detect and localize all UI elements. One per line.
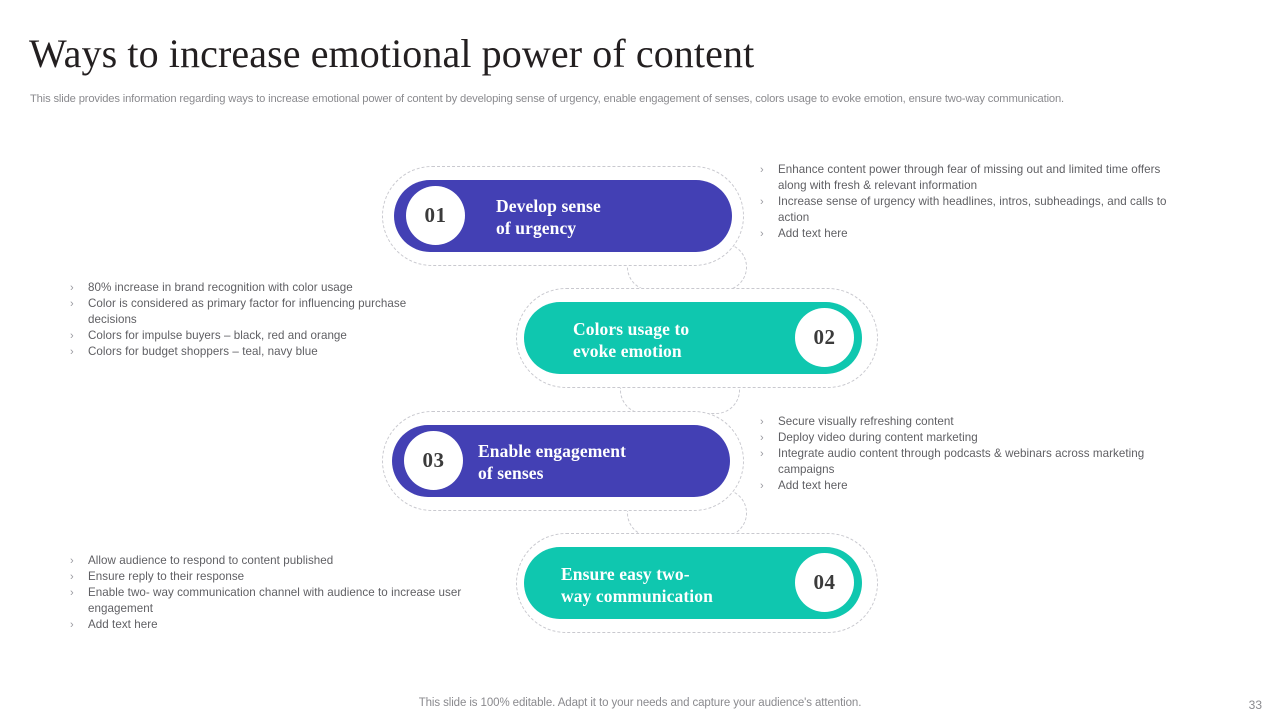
chevron-right-icon: › [760,448,764,460]
list-item: › Color is considered as primary factor … [70,296,410,328]
chevron-right-icon: › [760,432,764,444]
bullets-stage-03: › Secure visually refreshing content › D… [760,414,1150,494]
list-item-text: Ensure reply to their response [88,570,245,583]
page-subtitle: This slide provides information regardin… [30,93,1065,105]
list-item: › Add text here [760,226,1190,242]
connector-02-03 [620,366,740,414]
list-item: › Secure visually refreshing content [760,414,1150,430]
stage-03-number: 03 [404,431,463,490]
chevron-right-icon: › [760,480,764,492]
list-item: › Increase sense of urgency with headlin… [760,194,1190,226]
list-item-text: Secure visually refreshing content [778,415,954,428]
footer-note: This slide is 100% editable. Adapt it to… [418,697,862,709]
stage-03-pill[interactable] [392,425,730,497]
list-item-text: Enable two- way communication channel wi… [88,586,462,615]
list-item: › Colors for budget shoppers – teal, nav… [70,344,410,360]
stage-02-outline [516,288,878,388]
stage-03-outline [382,411,744,511]
stage-01-outline [382,166,744,266]
list-item: › Ensure reply to their response [70,569,510,585]
stage-04-pill[interactable] [524,547,862,619]
stage-02-pill[interactable] [524,302,862,374]
stage-02-ring [522,294,872,382]
stage-01-number: 01 [406,186,465,245]
list-item-text: Color is considered as primary factor fo… [88,297,407,326]
chevron-right-icon: › [760,416,764,428]
stage-04-outline [516,533,878,633]
stage-01-label: Develop sense of urgency [496,196,601,238]
list-item: › Add text here [760,478,1150,494]
stage-01-ring [388,172,738,260]
chevron-right-icon: › [70,587,74,599]
chevron-right-icon: › [70,619,74,631]
list-item: › 80% increase in brand recognition with… [70,280,410,296]
list-item-text: Colors for budget shoppers – teal, navy … [88,345,318,358]
list-item-text: Deploy video during content marketing [778,431,978,444]
stage-01-pill[interactable] [394,180,732,252]
chevron-right-icon: › [70,298,74,310]
list-item-text: Integrate audio content through podcasts… [778,447,1145,476]
connector-01-02 [627,243,747,291]
stage-03-ring [388,417,738,505]
connector-03-04 [627,489,747,537]
stage-02-label: Colors usage to evoke emotion [573,319,690,361]
bullets-stage-04: › Allow audience to respond to content p… [70,553,510,633]
list-item: › Allow audience to respond to content p… [70,553,510,569]
list-item: › Add text here [70,617,510,633]
chevron-right-icon: › [760,164,764,176]
chevron-right-icon: › [70,330,74,342]
list-item: › Colors for impulse buyers – black, red… [70,328,410,344]
list-item-text: Colors for impulse buyers – black, red a… [88,329,347,342]
chevron-right-icon: › [70,282,74,294]
stage-02-number: 02 [795,308,854,367]
list-item-text: Allow audience to respond to content pub… [88,554,334,567]
bullets-stage-02: › 80% increase in brand recognition with… [70,280,410,360]
stage-04-number: 04 [795,553,854,612]
stage-03-label: Enable engagement of senses [478,441,627,483]
chevron-right-icon: › [760,228,764,240]
list-item-text: 80% increase in brand recognition with c… [88,281,353,294]
stage-04-ring [522,539,872,627]
chevron-right-icon: › [70,571,74,583]
list-item-text: Add text here [88,618,158,631]
list-item-text: Increase sense of urgency with headlines… [778,195,1167,224]
chevron-right-icon: › [70,555,74,567]
list-item-text: Add text here [778,479,848,492]
list-item: › Deploy video during content marketing [760,430,1150,446]
page-title: Ways to increase emotional power of cont… [29,31,755,76]
bullets-stage-01: › Enhance content power through fear of … [760,162,1190,242]
list-item: › Enable two- way communication channel … [70,585,510,617]
list-item: › Enhance content power through fear of … [760,162,1190,194]
list-item-text: Add text here [778,227,848,240]
list-item: › Integrate audio content through podcas… [760,446,1150,478]
list-item-text: Enhance content power through fear of mi… [778,163,1161,192]
page-number: 33 [1248,698,1262,712]
stage-04-label: Ensure easy two- way communication [561,564,713,606]
chevron-right-icon: › [760,196,764,208]
chevron-right-icon: › [70,346,74,358]
